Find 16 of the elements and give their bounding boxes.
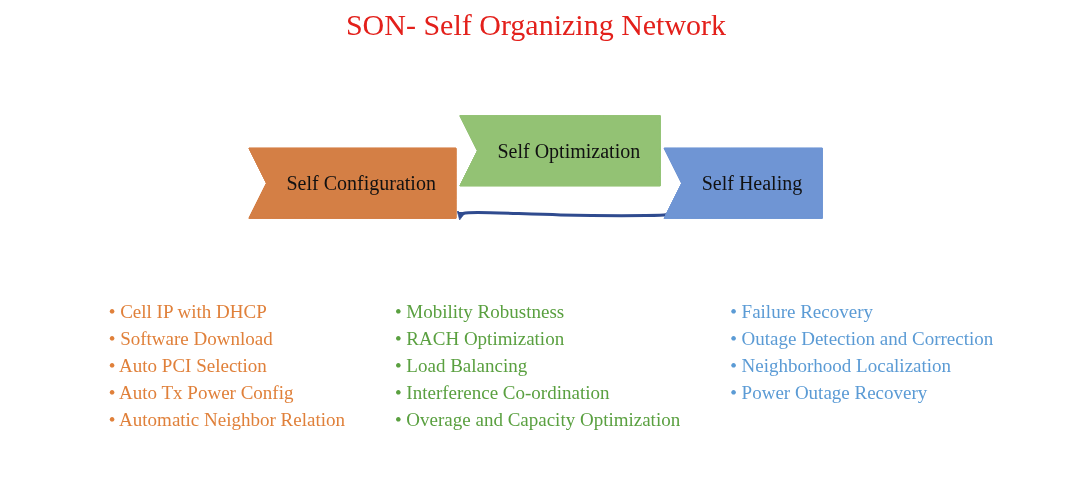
bullet-item: • Cell IP with DHCP [108, 300, 268, 324]
bullet-item: • Overage and Capacity Optimization [394, 408, 681, 432]
bullet-item: • Auto Tx Power Config [108, 381, 295, 405]
bullet-item: • Power Outage Recovery [730, 381, 929, 405]
diagram-title: SON- Self Organizing Network [345, 8, 727, 42]
bullet-item: • Neighborhood Localization [730, 354, 953, 378]
bullet-item: • Mobility Robustness [394, 300, 566, 324]
bullet-item: • Auto PCI Selection [108, 354, 268, 378]
bullet-item: • Failure Recovery [730, 300, 874, 324]
bullet-item: • Outage Detection and Correction [730, 327, 994, 351]
arrow [457, 210, 668, 221]
bullet-item: • Load Balancing [394, 354, 529, 378]
bullet-item: • Software Download [108, 327, 274, 351]
bullet-item: • Interference Co-ordination [394, 381, 611, 405]
bullet-item: • Automatic Neighbor Relation [108, 408, 345, 432]
bullet-item: • RACH Optimization [394, 327, 566, 351]
